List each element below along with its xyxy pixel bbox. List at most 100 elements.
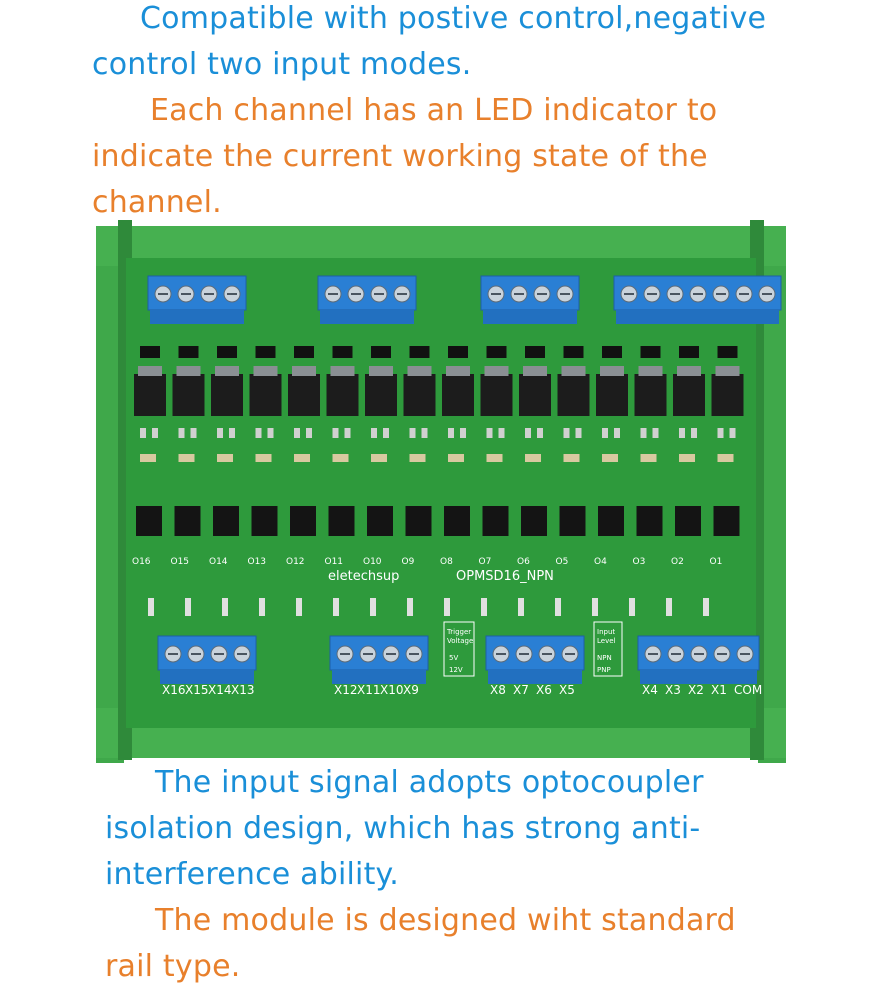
input-label-X13: X13 xyxy=(231,683,255,697)
resistor-array xyxy=(444,598,450,616)
smd-part xyxy=(217,454,233,462)
mosfet xyxy=(365,374,397,416)
smd-part xyxy=(140,454,156,462)
output-label-O15: O15 xyxy=(171,557,190,567)
led xyxy=(679,346,699,358)
resistor xyxy=(294,428,300,438)
input-label-X9: X9 xyxy=(403,683,419,697)
resistor xyxy=(652,428,659,438)
optocoupler xyxy=(636,506,663,536)
mosfet xyxy=(673,374,705,416)
board-brand: eletechsup xyxy=(328,569,399,584)
trigger-opt1: 5V xyxy=(449,654,458,662)
resistor xyxy=(614,428,620,438)
input-label-X6: X6 xyxy=(536,683,552,697)
resistor xyxy=(525,428,531,438)
smd-part xyxy=(563,454,580,462)
input-terminal-block-2-body xyxy=(332,670,426,684)
trigger-opt2: 12V xyxy=(449,666,463,674)
resistor xyxy=(409,428,416,438)
input-terminal-block-1-body xyxy=(160,670,254,684)
resistor xyxy=(717,428,724,438)
led xyxy=(178,346,199,358)
mosfet xyxy=(134,374,166,416)
output-label-O1: O1 xyxy=(710,557,723,567)
mosfet xyxy=(211,374,243,416)
resistor-array xyxy=(407,598,413,616)
input-label-X15: X15 xyxy=(185,683,209,697)
mosfet xyxy=(596,374,628,416)
optocoupler xyxy=(251,506,278,536)
output-terminal-block-2-body xyxy=(320,310,414,324)
top-text-line1: Compatible with postive control,negative xyxy=(140,1,767,36)
mosfet xyxy=(249,374,282,416)
mosfet-tab xyxy=(253,366,278,376)
output-label-O6: O6 xyxy=(517,557,530,567)
optocoupler xyxy=(559,506,586,536)
output-terminal-block-3-body xyxy=(483,310,577,324)
mosfet-tab xyxy=(446,366,470,376)
input-level-title2: Level xyxy=(597,637,616,645)
trigger-voltage-box: Trigger Voltage 5V 12V xyxy=(443,621,475,677)
output-label-O13: O13 xyxy=(248,557,267,567)
resistor-array xyxy=(185,598,191,616)
led xyxy=(525,346,545,358)
resistor xyxy=(152,428,158,438)
resistor xyxy=(486,428,493,438)
input-level-opt2: PNP xyxy=(597,666,611,674)
mosfet-tab xyxy=(369,366,393,376)
mosfet-tab xyxy=(138,366,162,376)
smd-part xyxy=(486,454,503,462)
smd-part xyxy=(255,454,272,462)
resistor-array xyxy=(296,598,302,616)
bottom-text-line5: rail type. xyxy=(105,949,241,984)
smd-part xyxy=(717,454,734,462)
output-label-O7: O7 xyxy=(479,557,492,567)
led xyxy=(448,346,468,358)
resistor-array xyxy=(481,598,487,616)
resistor xyxy=(691,428,697,438)
mosfet-tab xyxy=(176,366,201,376)
mosfet-tab xyxy=(638,366,663,376)
resistor-array xyxy=(259,598,265,616)
led xyxy=(563,346,584,358)
resistor xyxy=(498,428,505,438)
resistor xyxy=(460,428,466,438)
smd-part xyxy=(640,454,657,462)
led xyxy=(332,346,353,358)
input-label-X11: X11 xyxy=(357,683,381,697)
resistor xyxy=(563,428,570,438)
resistor xyxy=(448,428,454,438)
led xyxy=(255,346,276,358)
led xyxy=(217,346,237,358)
resistor xyxy=(267,428,274,438)
resistor-array xyxy=(370,598,376,616)
top-text-line4: indicate the current working state of th… xyxy=(92,139,708,174)
optocoupler xyxy=(444,506,470,536)
resistor xyxy=(383,428,389,438)
output-label-O11: O11 xyxy=(325,557,344,567)
mosfet xyxy=(634,374,667,416)
resistor xyxy=(217,428,223,438)
mosfet xyxy=(519,374,551,416)
led xyxy=(294,346,314,358)
resistor-array xyxy=(703,598,709,616)
input-level-opt1: NPN xyxy=(597,654,612,662)
bottom-text-line2: isolation design, which has strong anti- xyxy=(105,811,701,846)
output-label-O10: O10 xyxy=(363,557,382,567)
resistor xyxy=(140,428,146,438)
resistor xyxy=(421,428,428,438)
output-label-O8: O8 xyxy=(440,557,453,567)
input-label-X1: X1 xyxy=(711,683,727,697)
resistor xyxy=(255,428,262,438)
input-level-box: Input Level NPN PNP xyxy=(593,621,623,677)
resistor-array xyxy=(333,598,339,616)
mosfet xyxy=(172,374,205,416)
input-label-X12: X12 xyxy=(334,683,358,697)
input-label-X14: X14 xyxy=(208,683,232,697)
mosfet xyxy=(403,374,436,416)
input-label-X10: X10 xyxy=(380,683,404,697)
output-label-O9: O9 xyxy=(402,557,415,567)
mosfet-tab xyxy=(330,366,355,376)
